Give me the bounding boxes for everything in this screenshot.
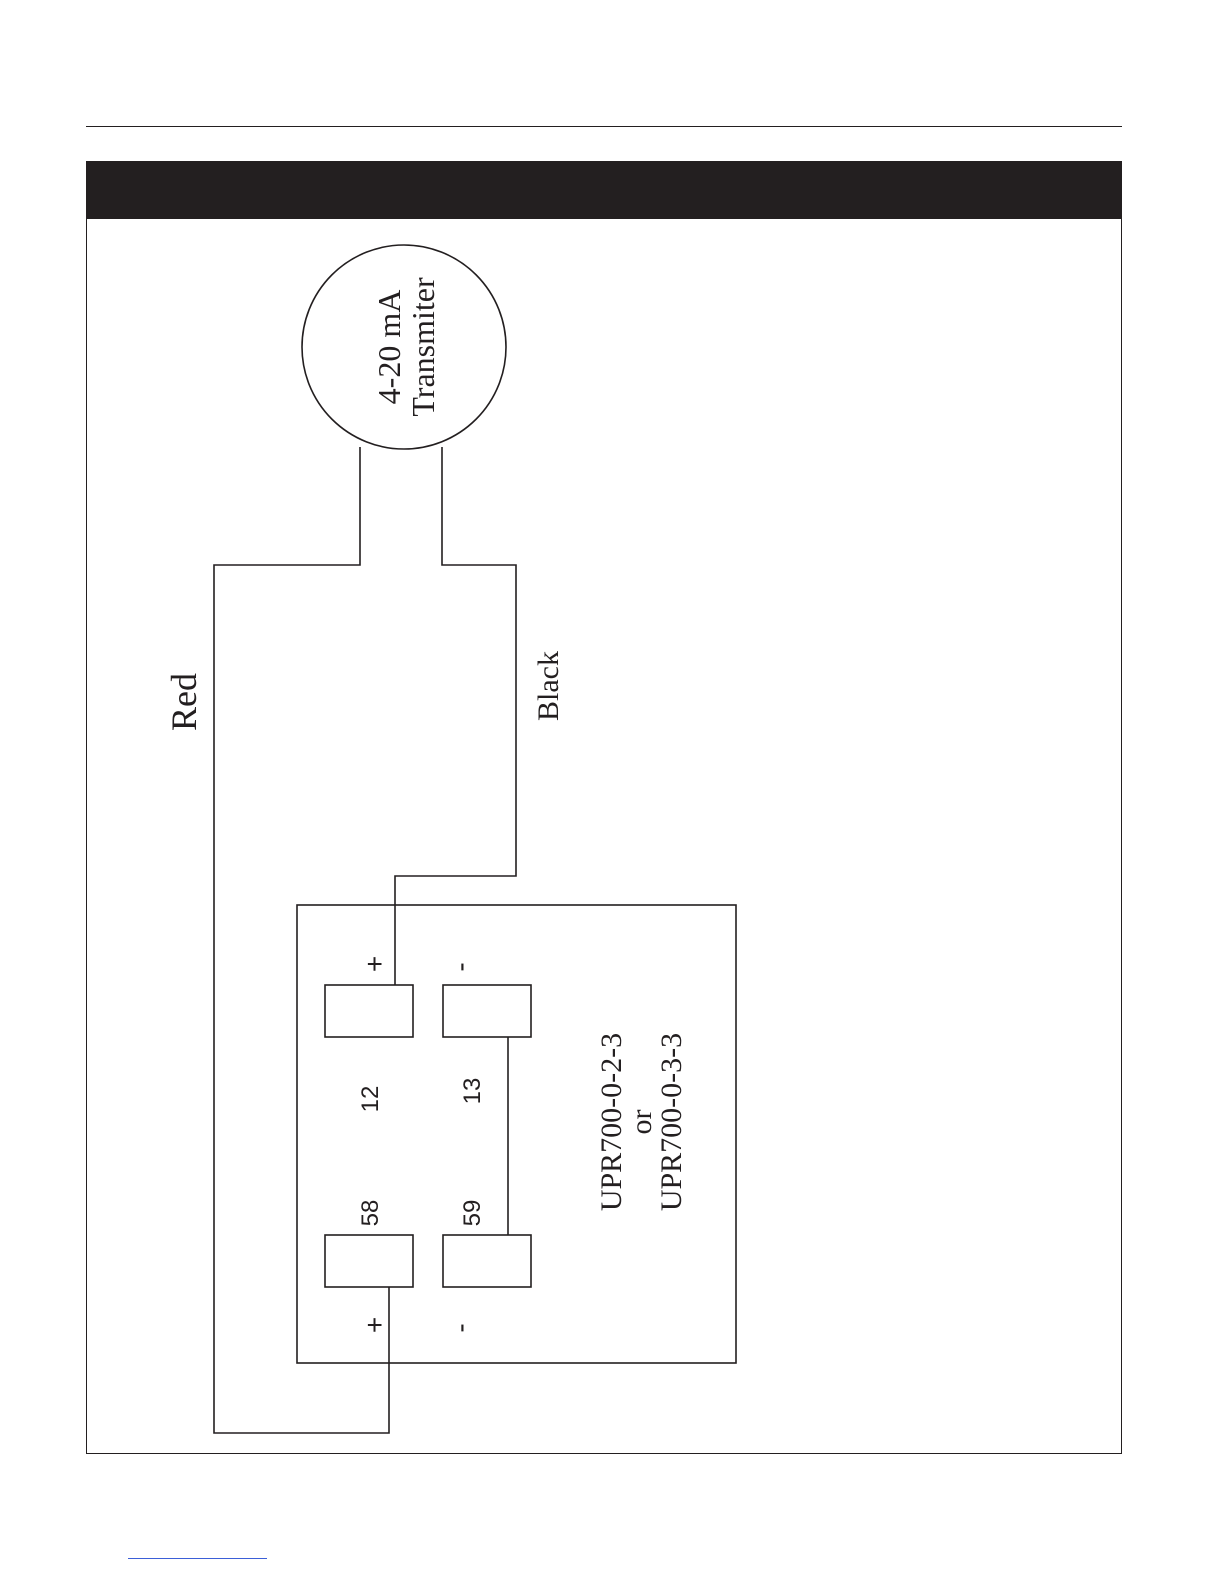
terminal-12-block [325, 985, 413, 1037]
terminal-59-number: 59 [459, 1200, 486, 1227]
terminal-59-minus-sign: - [445, 1323, 476, 1332]
module-model-line2: or [625, 1110, 658, 1135]
terminal-12-plus-sign: + [359, 956, 390, 972]
terminal-58-block [325, 1235, 413, 1287]
module-model-line3: UPR700-0-3-3 [655, 1033, 688, 1211]
terminal-12-number: 12 [357, 1086, 384, 1113]
terminal-59-block [443, 1235, 531, 1287]
terminal-13-minus-sign: - [445, 962, 476, 971]
terminal-13-number: 13 [459, 1078, 486, 1105]
terminal-58-number: 58 [357, 1200, 384, 1227]
transmitter-label-line2: Transmiter [405, 277, 441, 417]
red-wire-label: Red [164, 673, 204, 731]
module-model-line1: UPR700-0-2-3 [595, 1033, 628, 1211]
terminal-58-plus-sign: + [359, 1317, 390, 1333]
transmitter-label-line1: 4-20 mA [371, 290, 407, 405]
terminal-13-block [443, 985, 531, 1037]
black-wire-label: Black [532, 651, 565, 721]
footer-link-rule [128, 1558, 267, 1559]
